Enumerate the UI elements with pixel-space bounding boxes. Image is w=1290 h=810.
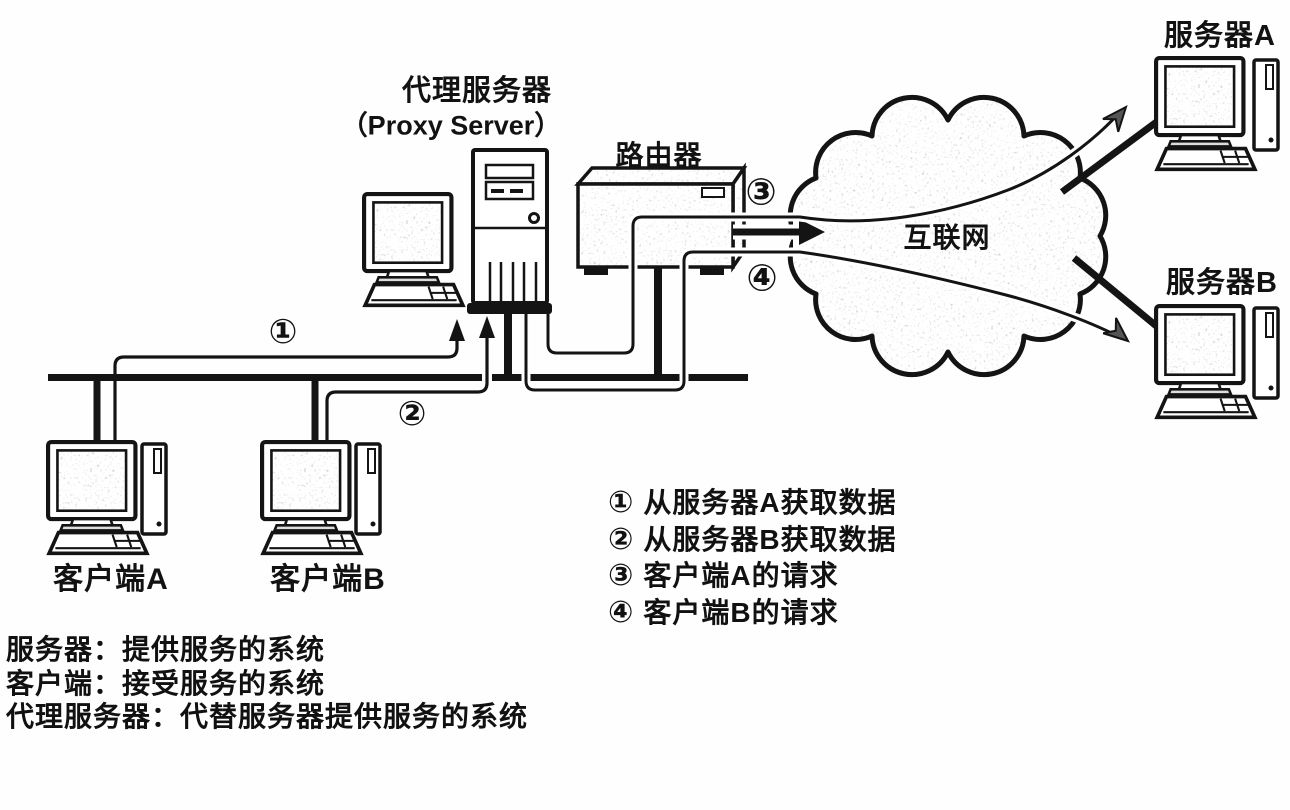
legend-marker: ② — [608, 522, 635, 556]
flow-marker-2: ② — [397, 395, 427, 433]
client-b-computer — [262, 442, 382, 553]
client-b-label: 客户端B — [270, 563, 386, 596]
server-b-computer — [1156, 306, 1280, 417]
legend-marker: ① — [608, 486, 635, 519]
flow-marker-4: ④ — [746, 257, 778, 299]
server-b-label: 服务器B — [1166, 267, 1278, 299]
legend-item: ① 从服务器A获取数据 — [608, 485, 897, 522]
router-label: 路由器 — [615, 140, 703, 171]
server-a-label: 服务器A — [1164, 20, 1276, 52]
flow-marker-3: ③ — [745, 171, 777, 213]
legend-marker: ④ — [608, 595, 635, 629]
flow-line-4 — [521, 247, 1130, 395]
proxy-server-label-en: （Proxy Server） — [340, 110, 562, 141]
legend-text: 客户端A的请求 — [643, 560, 839, 592]
router — [574, 162, 748, 377]
router-to-internet-arrow — [733, 214, 831, 250]
proxy-server-label-cn: 代理服务器 — [401, 75, 553, 107]
flow-line-1 — [113, 319, 465, 444]
term-definitions: 服务器：提供服务的系统 客户端：接受服务的系统 代理服务器：代替服务器提供服务的… — [6, 633, 528, 734]
legend-text: 从服务器A获取数据 — [643, 487, 897, 518]
flow-line-3 — [543, 105, 1128, 358]
flow-marker-1: ① — [268, 313, 298, 351]
server-a-computer — [1156, 58, 1280, 169]
definition-server: 服务器：提供服务的系统 — [6, 634, 326, 665]
client-a-computer — [48, 442, 168, 553]
internet-to-server-a-link — [1059, 109, 1173, 195]
definition-proxy: 代理服务器：代替服务器提供服务的系统 — [6, 701, 529, 732]
client-a-label: 客户端A — [53, 563, 169, 596]
legend-text: 客户端B的请求 — [643, 596, 839, 628]
proxy-server — [364, 148, 552, 376]
legend-marker: ③ — [608, 559, 635, 593]
flow-line-2 — [322, 316, 495, 446]
internet-to-server-b-link — [1071, 255, 1169, 337]
definition-client: 客户端：接受服务的系统 — [6, 667, 326, 699]
lan-bus — [48, 374, 748, 446]
internet-label: 互联网 — [903, 222, 991, 253]
legend-text: 从服务器B获取数据 — [643, 523, 897, 555]
